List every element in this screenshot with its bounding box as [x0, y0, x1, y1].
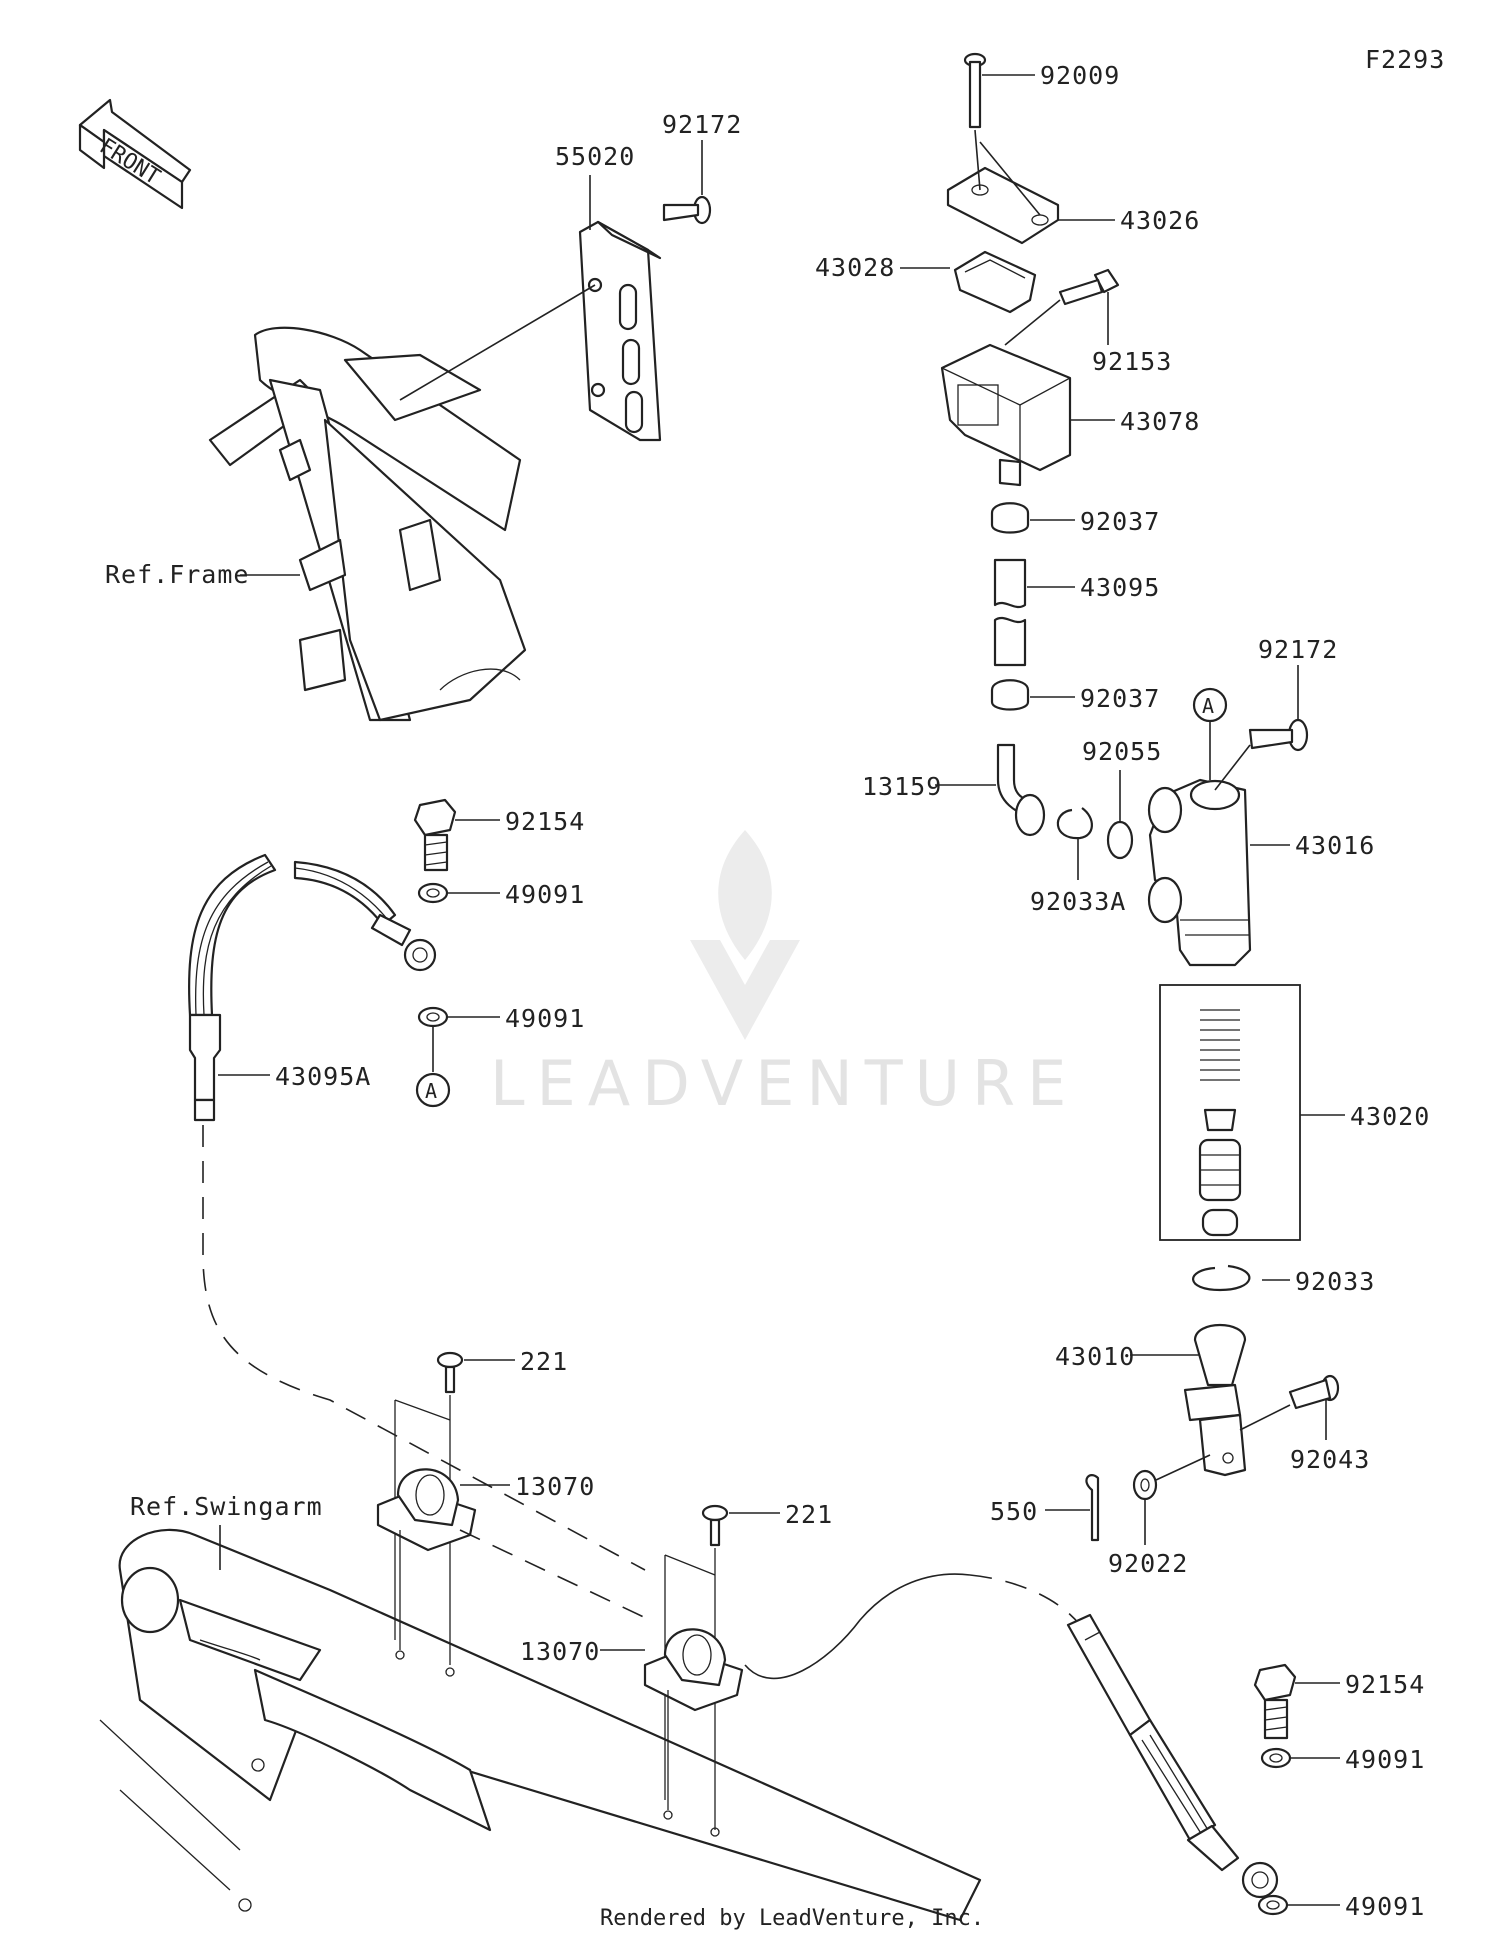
part-label: 221: [785, 1500, 833, 1529]
part-label: 43020: [1350, 1102, 1430, 1131]
hose-lower-route: [459, 1529, 1279, 1899]
elbow-13159: 13159: [862, 743, 1046, 837]
part-label: 43016: [1295, 831, 1375, 860]
diagram-code: F2293: [1365, 45, 1445, 74]
part-label: 550: [990, 1497, 1038, 1526]
part-label: 43078: [1120, 407, 1200, 436]
circlip-92033: 92033: [1192, 1264, 1375, 1296]
svg-text:A: A: [425, 1079, 437, 1103]
bolt-92172-right: 92172: [1214, 635, 1338, 791]
part-label: 43095: [1080, 573, 1160, 602]
circlip-92033A: 92033A: [1030, 807, 1126, 916]
callout-a-lower: A: [415, 1072, 451, 1108]
washer-49091-left-2: 49091: [417, 1004, 585, 1072]
cap-43026: 43026: [946, 129, 1200, 245]
part-label: 92033A: [1030, 887, 1126, 916]
part-label: 43028: [815, 253, 895, 282]
bolt-92154-left: 92154: [413, 798, 585, 872]
push-rod-43010: 43010: [1055, 1323, 1247, 1477]
clamp-92037-lower: 92037: [990, 679, 1160, 713]
part-label: 55020: [555, 142, 635, 171]
part-label: 49091: [505, 880, 585, 909]
washer-92022: 92022: [1108, 1454, 1211, 1578]
part-label: 92153: [1092, 347, 1172, 376]
bolt-92153: 92153: [1004, 268, 1172, 376]
bolt-92172-top: 92172: [662, 110, 742, 225]
part-label: 92009: [1040, 61, 1120, 90]
part-label: 92037: [1080, 507, 1160, 536]
part-label: 92033: [1295, 1267, 1375, 1296]
piston-kit-43020: 43020: [1159, 984, 1430, 1241]
washer-49091-left-1: 49091: [417, 880, 585, 909]
part-label: 13070: [515, 1472, 595, 1501]
cotter-pin-550: 550: [990, 1474, 1100, 1542]
part-label: 92022: [1108, 1549, 1188, 1578]
ref-frame: Ref.Frame: [105, 326, 527, 722]
part-label: 49091: [1345, 1892, 1425, 1921]
watermark-text: LEADVENTURE: [490, 1047, 1078, 1120]
ref-frame-label: Ref.Frame: [105, 560, 249, 589]
diaphragm-43028: 43028: [815, 250, 1037, 314]
part-label: 92037: [1080, 684, 1160, 713]
clamp-92037-upper: 92037: [990, 502, 1160, 536]
part-label: 49091: [1345, 1745, 1425, 1774]
part-label: 92055: [1082, 737, 1162, 766]
master-cylinder-43016: 43016: [1147, 778, 1375, 967]
watermark-logo: LEADVENTURE: [490, 830, 1078, 1120]
footer-credit: Rendered by LeadVenture, Inc.: [600, 1906, 984, 1931]
bolt-92154-right: 92154: [1253, 1663, 1425, 1740]
heat-guard-55020: 55020: [399, 142, 662, 442]
washer-49091-right-2: 49091: [1257, 1892, 1425, 1921]
part-label: 13159: [862, 772, 942, 801]
part-label: 49091: [505, 1004, 585, 1033]
screw-92009: 92009: [963, 52, 1120, 129]
part-label: 43026: [1120, 206, 1200, 235]
svg-text:A: A: [1202, 694, 1214, 718]
front-arrow-icon: FRONT: [78, 98, 192, 210]
clamp-13070-right: 13070: [520, 1554, 744, 1837]
callout-a-upper: A: [1192, 687, 1228, 780]
hose-43095: 43095: [993, 558, 1160, 667]
part-label: 92172: [662, 110, 742, 139]
part-label: 92172: [1258, 635, 1338, 664]
reservoir-43078: 43078: [940, 343, 1200, 487]
ref-swingarm-label: Ref.Swingarm: [130, 1492, 323, 1521]
screw-221-right: 221: [701, 1500, 833, 1830]
part-label: 43095A: [275, 1062, 371, 1091]
part-label: 92154: [1345, 1670, 1425, 1699]
part-label: 221: [520, 1347, 568, 1376]
part-label: 13070: [520, 1637, 600, 1666]
pin-92043: 92043: [1239, 1374, 1370, 1474]
part-label: 92154: [505, 807, 585, 836]
o-ring-92055: 92055: [1082, 737, 1162, 860]
part-label: 43010: [1055, 1342, 1135, 1371]
part-label: 92043: [1290, 1445, 1370, 1474]
hose-43095A: 43095A: [188, 853, 646, 1571]
ref-swingarm: Ref.Swingarm: [99, 1492, 982, 1922]
clamp-13070-left: 13070: [376, 1399, 595, 1677]
washer-49091-right-1: 49091: [1260, 1745, 1425, 1774]
